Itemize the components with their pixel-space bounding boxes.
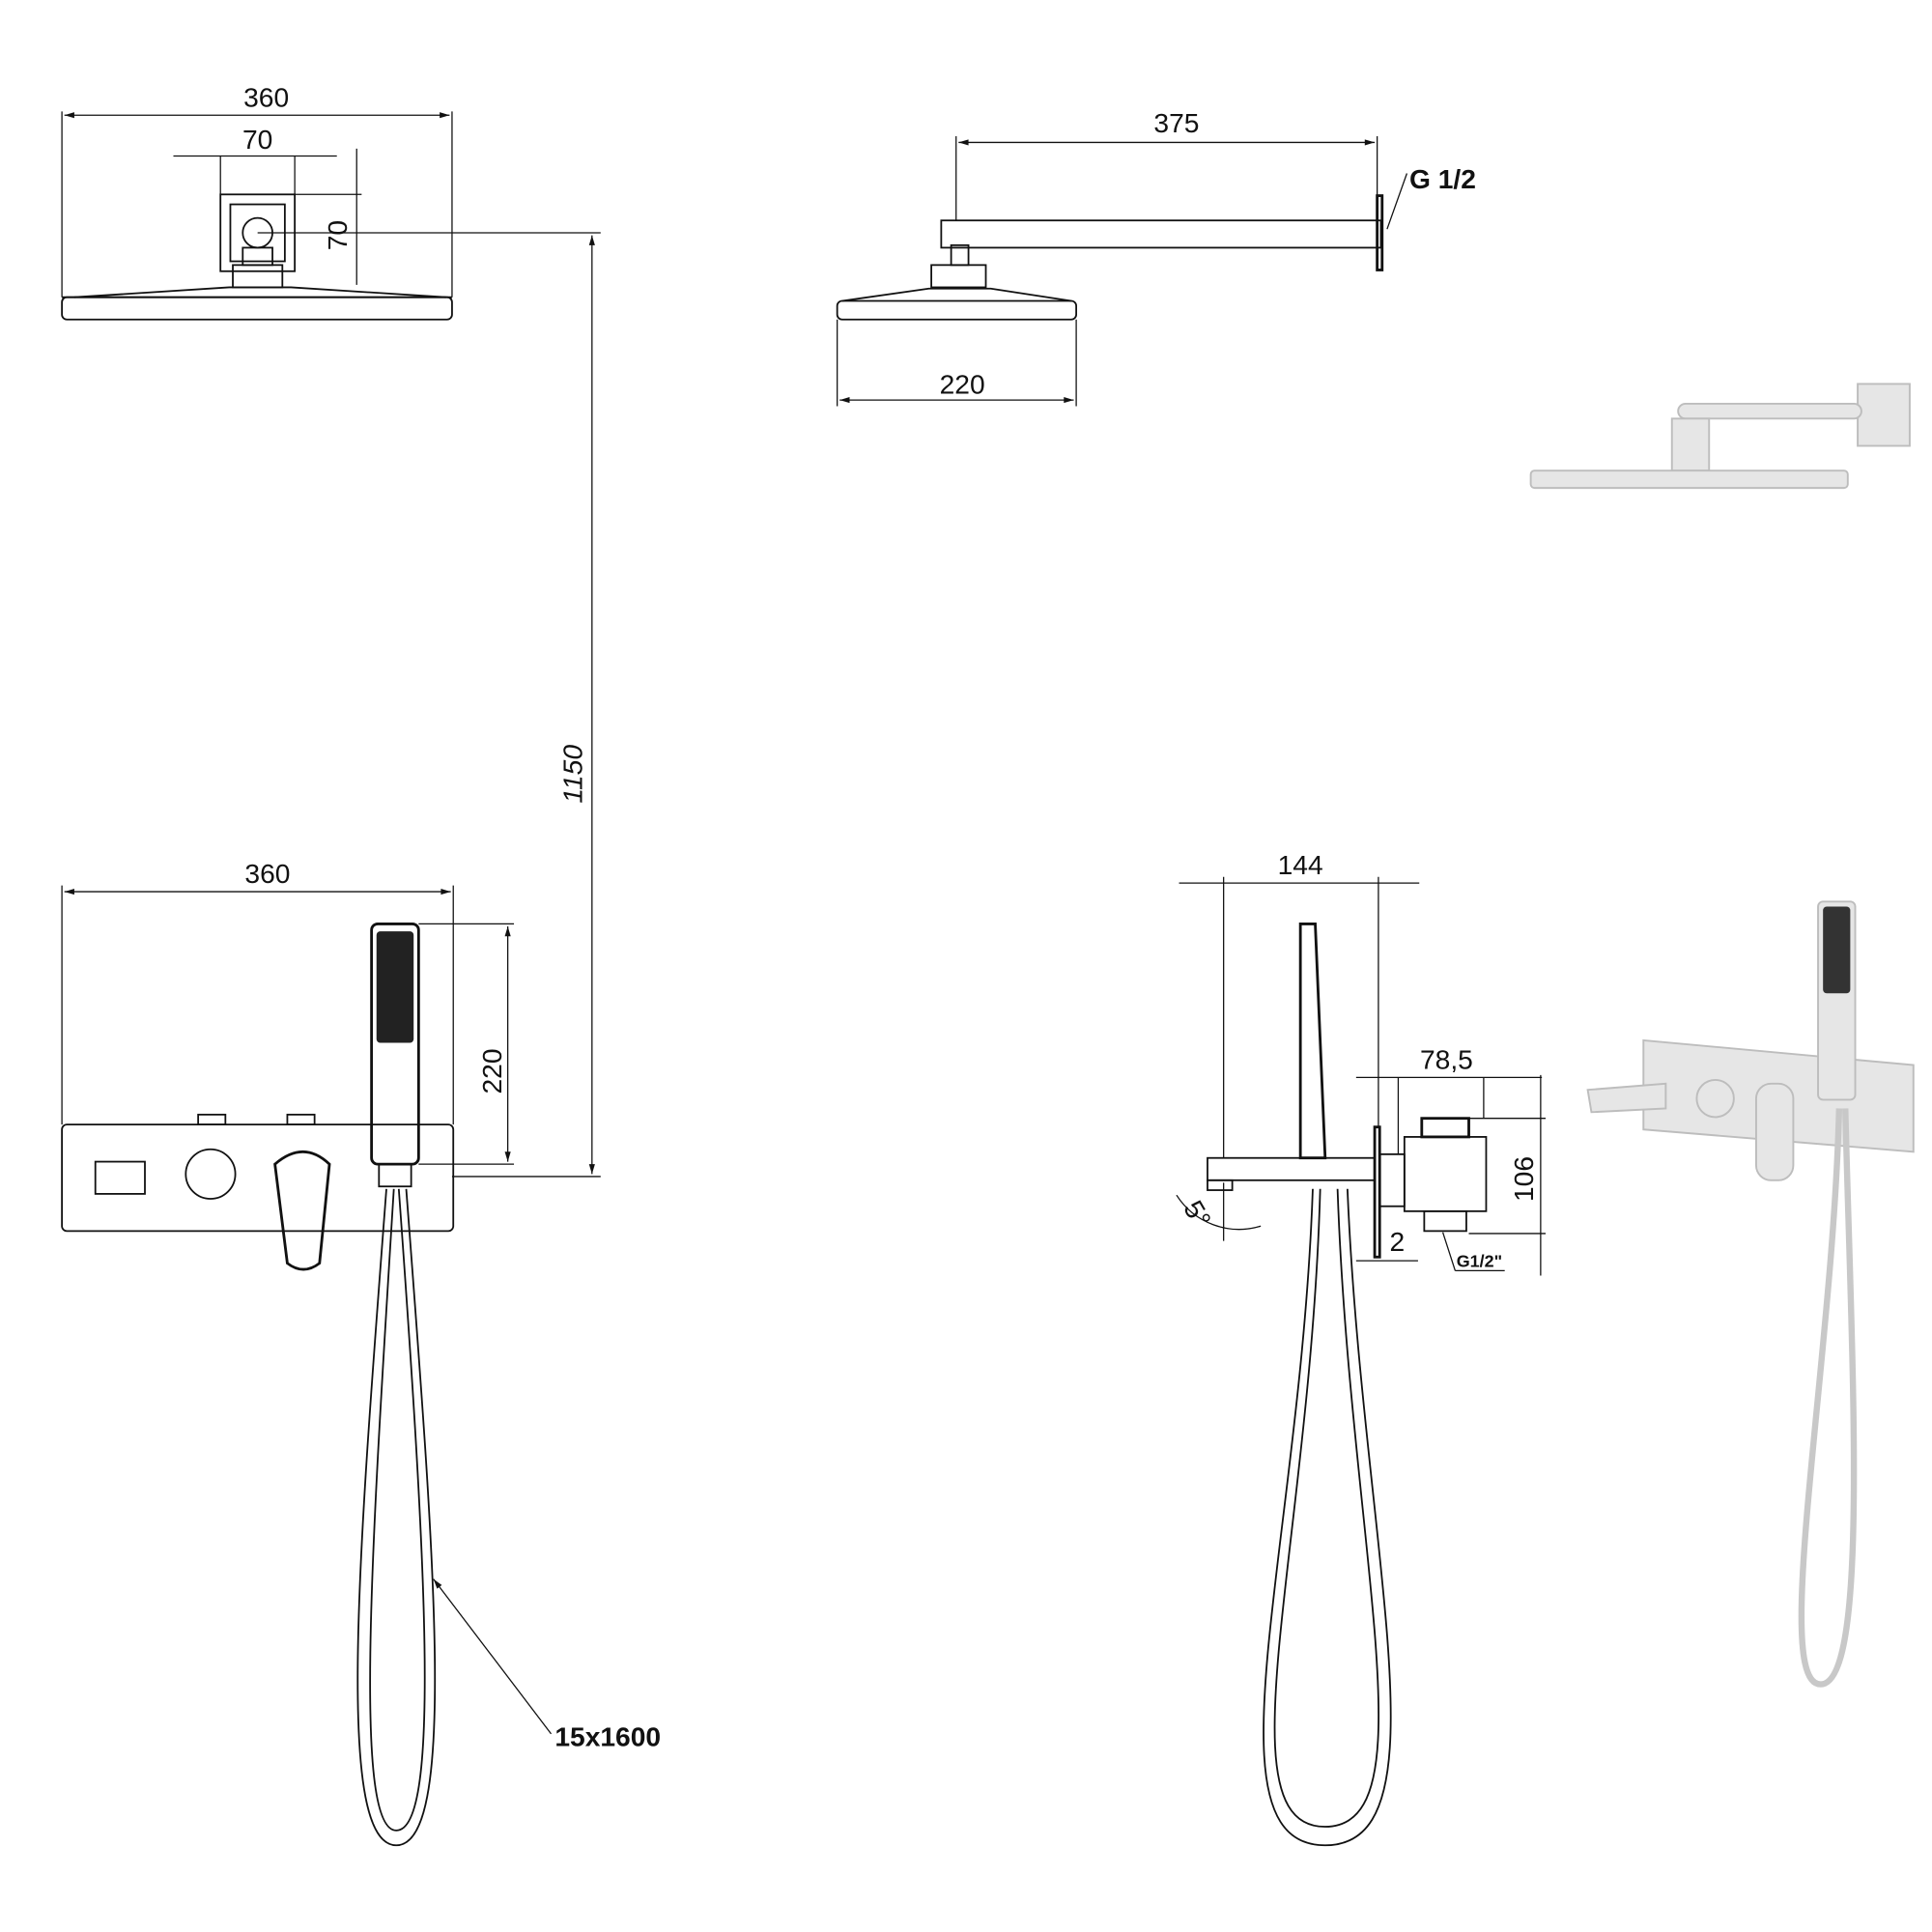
mixer-side-view: 144 78,5 106 2 G1/2" 5° <box>1176 849 1547 1847</box>
height-dimension: 1150 <box>451 235 601 1178</box>
dim-spout-angle: 5° <box>1178 1195 1217 1233</box>
dim-hand-shower-depth: 144 <box>1278 849 1323 880</box>
thread-label: G 1/2 <box>1409 163 1476 194</box>
dim-flange-width: 70 <box>242 124 272 155</box>
shower-head-photo <box>1529 383 1911 490</box>
dim-head-width-side: 220 <box>940 369 985 400</box>
dim-height: 1150 <box>557 745 588 804</box>
hose-label: 15x1600 <box>554 1721 661 1752</box>
dim-body-height: 106 <box>1508 1156 1539 1202</box>
shower-arm-side-view: 375 G 1/2 220 <box>836 107 1476 407</box>
dim-flange-height: 70 <box>322 220 353 250</box>
mixer-photo <box>1586 900 1915 1688</box>
shower-head-front-view: 360 70 70 <box>61 81 601 321</box>
dim-arm-length: 375 <box>1153 107 1199 138</box>
dim-plate-offset: 2 <box>1389 1226 1405 1257</box>
dim-plate-width: 360 <box>244 858 290 889</box>
mixer-front-view: 360 220 15x1600 <box>61 858 661 1847</box>
inlet-thread-label: G1/2" <box>1457 1252 1502 1271</box>
dim-body-depth: 78,5 <box>1420 1043 1473 1074</box>
dim-hand-shower-height: 220 <box>476 1048 507 1094</box>
dim-head-width: 360 <box>243 81 289 112</box>
